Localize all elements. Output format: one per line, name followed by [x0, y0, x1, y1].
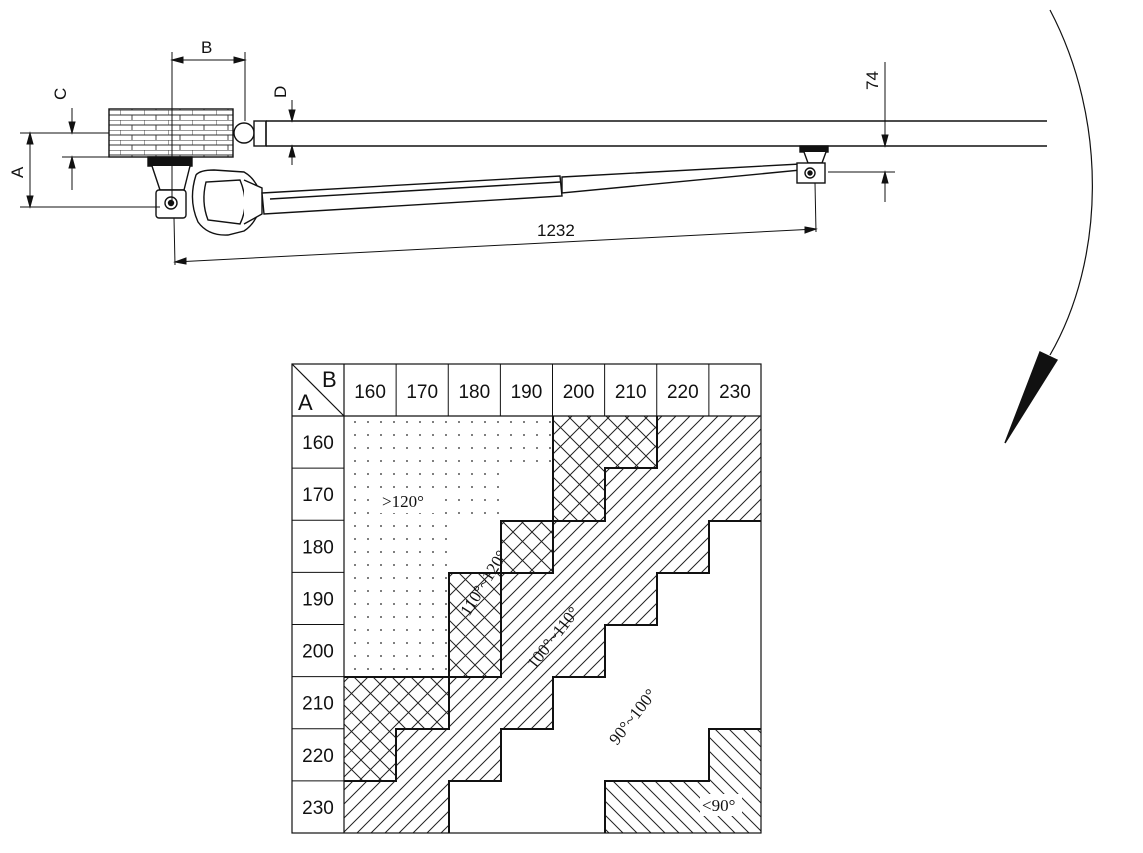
table-grid	[291, 363, 762, 834]
row-header-a: 170	[302, 485, 334, 506]
column-header-b: 190	[511, 382, 543, 403]
zone-boundaries	[344, 416, 761, 833]
row-header-a: 160	[302, 433, 334, 454]
column-header-b: 230	[719, 382, 751, 403]
dim-label-a: A	[8, 166, 27, 178]
pillar-brick-wall	[108, 108, 234, 158]
gate-opening-arc	[1049, 9, 1093, 356]
motor-unit	[191, 169, 263, 236]
gate-leaf	[265, 120, 1047, 147]
table-corner-a: A	[298, 390, 313, 415]
row-header-a: 200	[302, 642, 334, 663]
zone-100-110	[344, 416, 761, 833]
row-header-a: 230	[302, 798, 334, 819]
opening-angle-table: A B 160 170 180 190 200 210 220 230 160 170 180 19…	[291, 363, 762, 834]
dim-label-d: D	[271, 86, 290, 98]
zone-label-lt90: <90°	[702, 796, 735, 815]
table-corner-b: B	[322, 367, 337, 392]
dim-label-74: 74	[863, 71, 882, 90]
zone-label-gt120: >120°	[382, 492, 424, 511]
gate-hinge	[233, 122, 255, 144]
column-header-b: 170	[406, 382, 438, 403]
zone-gt120	[344, 416, 553, 677]
hinge-bracket	[253, 120, 267, 147]
installation-drawing	[20, 9, 1093, 444]
dim-label-b: B	[201, 38, 212, 57]
zone-label-90-100: 90°~100°	[605, 685, 660, 748]
column-header-b: 160	[354, 382, 386, 403]
actuator-arm	[261, 163, 802, 215]
column-header-b: 220	[667, 382, 699, 403]
row-header-a: 180	[302, 537, 334, 558]
column-header-b: 210	[615, 382, 647, 403]
row-header-a: 210	[302, 694, 334, 715]
column-header-b: 180	[458, 382, 490, 403]
row-header-a: 190	[302, 589, 334, 610]
opening-direction-arrow	[1004, 351, 1059, 444]
dim-label-c: C	[51, 88, 70, 100]
column-header-b: 200	[563, 382, 595, 403]
dimension-lines	[20, 52, 895, 266]
rear-bracket	[147, 156, 193, 219]
dim-label-1232: 1232	[537, 221, 575, 240]
row-dividers	[292, 467, 344, 782]
column-dividers	[395, 364, 710, 416]
front-bracket	[796, 145, 829, 184]
row-header-a: 220	[302, 746, 334, 767]
